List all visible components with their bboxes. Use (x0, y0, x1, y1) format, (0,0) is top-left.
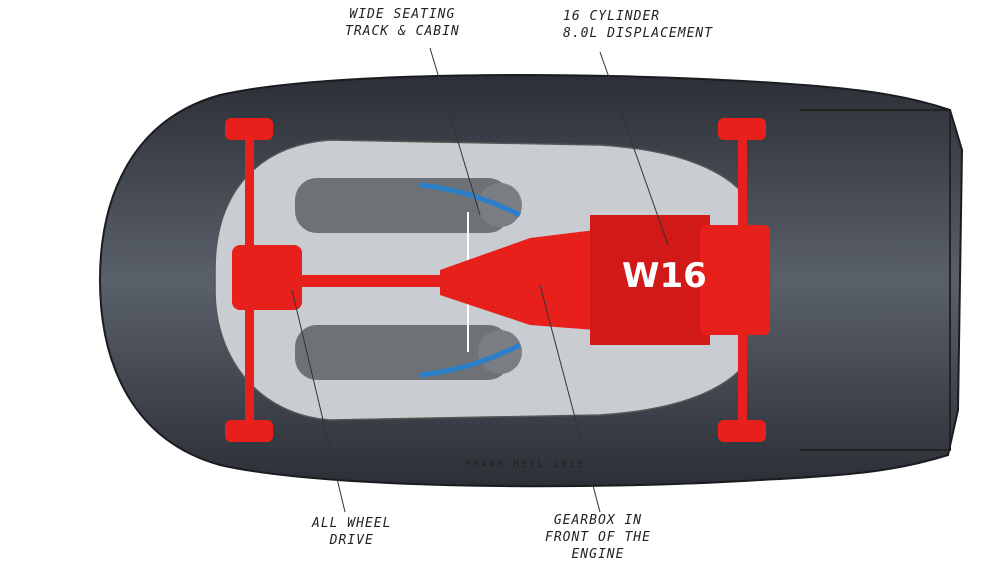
occupant-bottom (295, 325, 522, 380)
rear-wing (800, 109, 951, 451)
occupant-top (295, 178, 522, 233)
label-line: 8.0l displacement (563, 26, 714, 41)
label-line: track & cabin (345, 24, 460, 39)
label-awd: All wheel drive (312, 515, 391, 549)
label-cylinder: 16 cylinder 8.0l displacement (563, 8, 713, 42)
label-line: Wide seating (349, 7, 456, 22)
label-line: All wheel (312, 516, 392, 531)
label-line: drive (329, 533, 374, 548)
label-gearbox: Gearbox in front of the engine (545, 512, 651, 563)
artist-signature: FRANK HEYL 2015 (465, 459, 586, 470)
engine-label: W16 (622, 256, 707, 296)
label-line: front of the (545, 530, 651, 545)
leader-lines (291, 47, 669, 513)
label-wide-seating: Wide seating track & cabin (345, 6, 460, 40)
label-line: engine (571, 547, 625, 562)
drivetrain (225, 118, 770, 442)
label-line: Gearbox in (553, 513, 643, 528)
label-line: 16 cylinder (563, 9, 661, 24)
